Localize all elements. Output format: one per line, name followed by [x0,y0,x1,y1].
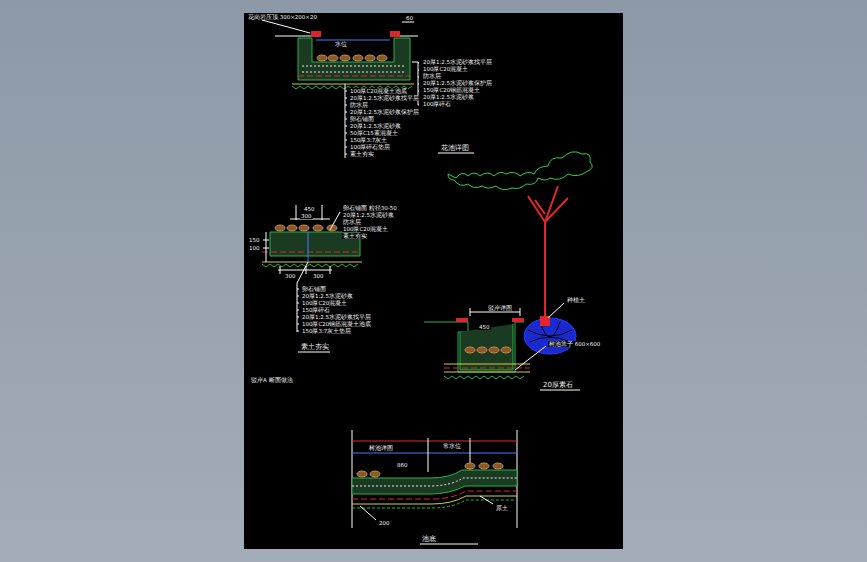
annotation-label: 树池箅子 600×600 [548,341,601,347]
annotation-label: 驳岸详图 [487,305,513,311]
annotation-label: 20厚1:2.5水泥砂浆保护层 [349,109,420,115]
annotation-label: 100厚C20混凝土 [342,226,389,232]
annotation-label: 种植土 [566,297,586,303]
annotation-label: 60 [405,15,414,21]
annotation-label: 卵石铺面 粒径30-50 [342,205,398,211]
annotation-label: 卵石铺面 [301,286,327,292]
annotation-label: 200 [378,520,391,526]
annotation-label: 100厚碎石垫层 [349,144,392,150]
annotation-label: 20厚1:2.5水泥砂浆 [349,123,402,129]
annotation-label: 100 [248,245,261,251]
annotation-label: 20厚1:2.5水泥砂浆保护层 [422,80,493,86]
annotation-label: 防水层 [349,102,369,108]
annotation-label: 50厚C15素混凝土 [349,130,399,136]
annotation-label: 150厚碎石 [301,307,332,313]
detail-title: 花池详图 [440,144,470,152]
annotation-label: 100厚C20混凝土 [422,66,469,72]
annotation-label: 300 [284,273,297,279]
annotation-label: 卵石铺面 [349,116,375,122]
annotation-label: 防水层 [342,219,362,225]
annotation-label: 20厚1:2.5水泥砂浆 [422,94,475,100]
annotation-label: 300 [312,273,325,279]
annotation-label: 素土夯实 [342,233,368,239]
annotation-label: 100厚C20钢筋混凝土池底 [301,321,372,327]
annotation-label: 20厚1:2.5水泥砂浆找平层 [422,59,493,65]
detail-title: 池底 [421,535,437,543]
annotation-label: 花岗岩压顶 300×200×20 [247,14,318,20]
annotation-label: 150厚3:7灰土 [349,137,388,143]
annotation-label: 20厚1:2.5水泥砂浆 [342,212,395,218]
annotation-label: 树池详图 [368,445,394,451]
annotation-label: 20厚1:2.5水泥砂浆 [301,293,354,299]
annotation-label: 驳岸A 断面做法 [250,377,294,383]
annotation-label: 素土夯实 [349,151,375,157]
annotation-label: 水位 [334,41,348,47]
annotation-label: 300 [300,213,313,219]
annotation-label: 防水层 [422,73,442,79]
drawing-sheet [244,13,623,549]
annotation-label: 20厚1:2.5水泥砂浆找平层 [349,95,420,101]
annotation-label: 100厚C20混凝土 [301,300,348,306]
annotation-label: 20厚1:2.5水泥砂浆找平层 [301,314,372,320]
annotation-label: 100厚碎石 [422,101,453,107]
annotation-label: 150厚3:7灰土垫层 [301,328,352,334]
annotation-label: 常水位 [442,443,462,449]
tree-pit-section [424,152,592,390]
annotation-label: 860 [396,462,409,468]
annotation-label: 100厚C20混凝土池底 [349,88,408,94]
revetment-a-section [352,430,517,544]
annotation-label: 原土 [495,505,509,511]
annotation-label: 450 [303,206,316,212]
annotation-label: 150厚C20钢筋混凝土 [422,87,481,93]
annotation-label: 450 [478,324,491,330]
annotation-label: 150 [248,237,261,243]
detail-title: 20厚素石 [542,381,574,389]
detail-title: 素土夯实 [300,343,330,351]
